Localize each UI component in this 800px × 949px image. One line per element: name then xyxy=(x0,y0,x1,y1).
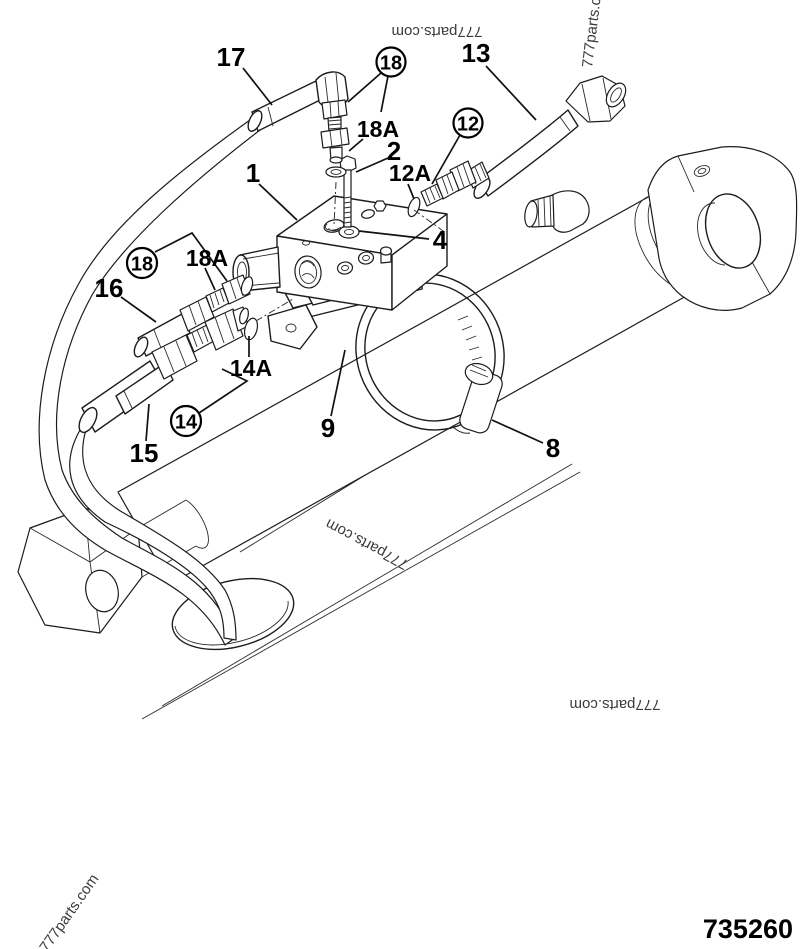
hose-16-assembly xyxy=(133,274,254,358)
hose-15-nut xyxy=(151,334,198,380)
callout-4: 4 xyxy=(433,225,448,255)
adapter-14a xyxy=(204,308,244,351)
callout-18a-left: 18A xyxy=(186,245,228,271)
watermark-top-center: 777parts.com xyxy=(392,23,483,40)
cylinder-port-elbow xyxy=(524,190,590,233)
hose-13-assembly xyxy=(407,75,627,218)
hose-clamp xyxy=(355,273,505,434)
callout-14a: 14A xyxy=(230,355,272,381)
svg-text:18: 18 xyxy=(380,53,402,75)
callout-1: 1 xyxy=(246,158,260,188)
washer-18a-top xyxy=(325,166,347,178)
leader-lines xyxy=(120,65,544,444)
watermark-bottom-right: 777parts.com xyxy=(570,696,661,713)
locknut-18a xyxy=(320,127,350,149)
hose-17-assembly xyxy=(247,71,350,178)
valve-block xyxy=(232,195,448,311)
valve-block-side xyxy=(391,213,448,311)
valve-block-hex-plug xyxy=(373,200,387,212)
callout-12-circled: 12 xyxy=(452,107,484,139)
callout-17: 17 xyxy=(217,42,246,72)
figure-part-number: 735260 xyxy=(703,914,793,944)
svg-text:14: 14 xyxy=(175,412,198,434)
callout-2: 2 xyxy=(387,136,401,166)
callout-13: 13 xyxy=(462,38,491,68)
hose-16-nut xyxy=(179,296,215,332)
callout-18a-top: 18A xyxy=(357,116,399,142)
callout-18-circled-top: 18 xyxy=(375,46,407,78)
callout-16: 16 xyxy=(95,273,124,303)
svg-text:12: 12 xyxy=(457,114,479,136)
washer-4 xyxy=(338,225,360,239)
callout-labels: 17 1 2 13 4 16 15 9 8 18A 12A 18A 14A 18… xyxy=(95,38,561,468)
callout-14-circled: 14 xyxy=(169,404,203,438)
callout-18-circled-left: 18 xyxy=(125,246,159,280)
routed-hoses xyxy=(38,119,289,646)
cylinder-rod-eye xyxy=(647,146,798,311)
callout-9: 9 xyxy=(321,413,335,443)
routed-hose-lower xyxy=(69,417,237,641)
hydraulic-cylinder xyxy=(17,146,798,634)
boom-oval-hole xyxy=(171,577,295,651)
svg-text:18: 18 xyxy=(131,254,153,276)
clamp-worm-screw xyxy=(451,362,503,434)
callout-15: 15 xyxy=(130,438,159,468)
washer-18a-left xyxy=(240,276,254,296)
routed-hose-upper xyxy=(38,119,261,646)
callout-8: 8 xyxy=(546,433,560,463)
hose-15-assembly xyxy=(78,306,259,434)
callout-12a: 12A xyxy=(389,160,431,186)
valve-block-side-plug xyxy=(379,246,393,264)
centerlines xyxy=(255,181,447,322)
